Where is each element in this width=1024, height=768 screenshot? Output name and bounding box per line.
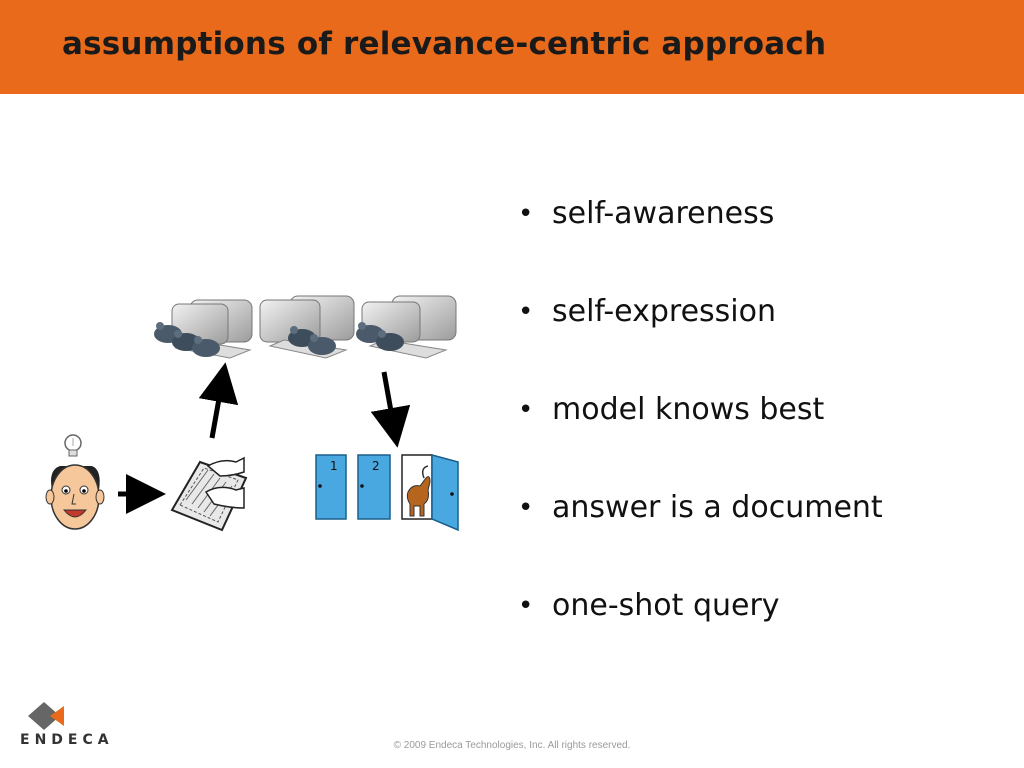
bullet-item: •model knows best xyxy=(518,392,825,427)
person-face-icon xyxy=(45,464,105,530)
door-label: 1 xyxy=(330,459,338,473)
bullet-text: self-awareness xyxy=(552,196,775,231)
door-label: 2 xyxy=(372,459,380,473)
bullet-list: •self-awareness •self-expression •model … xyxy=(518,190,883,680)
bullet-item: •answer is a document xyxy=(518,490,883,525)
endeca-logo-text: ENDECA xyxy=(20,732,114,748)
bullet-item: •self-awareness xyxy=(518,196,775,231)
bullet-text: self-expression xyxy=(552,294,776,329)
bullet-item: •one-shot query xyxy=(518,588,780,623)
arrow-icon xyxy=(198,362,239,439)
keyboard-hands-icon xyxy=(170,456,248,532)
title-bar xyxy=(0,0,1024,94)
slide-title: assumptions of relevance-centric approac… xyxy=(62,26,827,62)
endeca-logo-icon xyxy=(28,702,64,730)
doors-icon: 1 2 xyxy=(315,454,459,532)
bullet-text: one-shot query xyxy=(552,588,780,623)
bullet-item: •self-expression xyxy=(518,294,776,329)
goat-icon xyxy=(406,465,431,517)
lightbulb-icon xyxy=(64,434,82,457)
footer-copyright: © 2009 Endeca Technologies, Inc. All rig… xyxy=(393,740,631,751)
bullet-text: answer is a document xyxy=(552,490,883,525)
bullet-text: model knows best xyxy=(552,392,825,427)
pigeon-computers-icon xyxy=(154,295,457,359)
arrow-icon xyxy=(370,371,411,448)
